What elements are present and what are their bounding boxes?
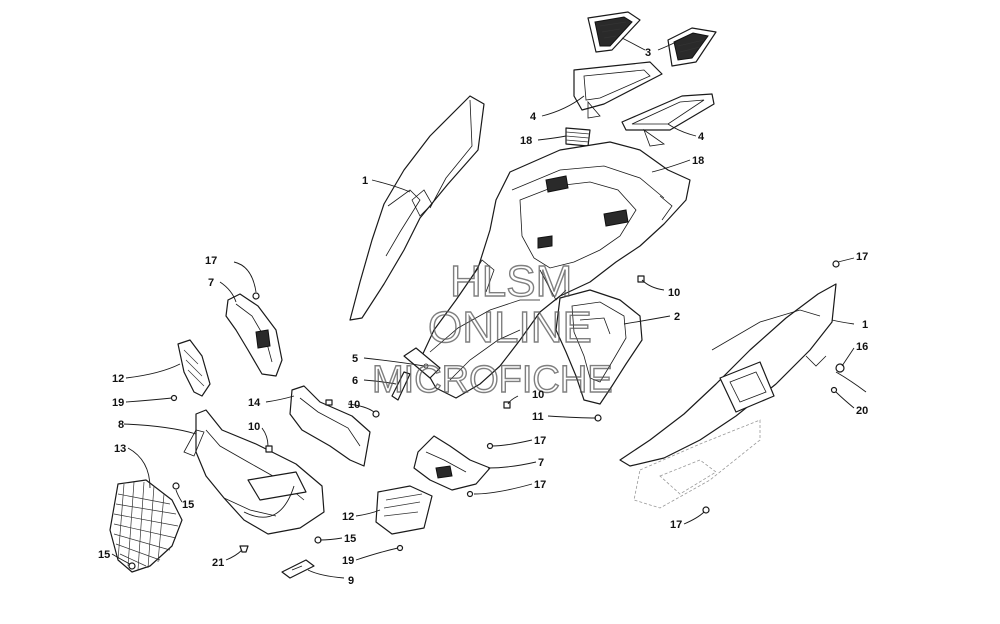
callouts: 3 4 4 18 18 1 17 7 12 19 10 2 5 6 14 10 … (98, 47, 868, 587)
callout-8: 8 (118, 419, 124, 431)
clip-10-a (325, 399, 333, 406)
inner-liner (555, 289, 643, 405)
callout-19-lower: 19 (342, 555, 354, 567)
fasteners (128, 260, 845, 570)
callout-17-upper-right: 17 (856, 251, 868, 263)
panel-lower-12 (375, 485, 433, 535)
plate-9 (281, 559, 315, 579)
vent-bezel-left (573, 61, 663, 119)
fastener-17-d (832, 260, 840, 268)
watermark-line-1: HLSM (450, 257, 572, 306)
callout-17-center-a: 17 (534, 435, 546, 447)
clip-10-c (265, 445, 273, 453)
callout-10-mid: 10 (348, 399, 360, 411)
bracket-upper-7 (225, 293, 283, 377)
callout-1-left: 1 (362, 175, 368, 187)
fastener-17-b (486, 442, 494, 450)
center-shroud (419, 141, 691, 399)
panel-14 (289, 385, 371, 467)
vent-grille-left (587, 11, 641, 53)
fastener-19-a (170, 394, 178, 402)
callout-18-right: 18 (692, 155, 704, 167)
watermark: HLSM ONLINE MICROFICHE (371, 256, 613, 401)
callout-2: 2 (674, 311, 680, 323)
fastener-17-a (252, 292, 260, 300)
strip-6 (391, 371, 411, 401)
callout-18-left: 18 (520, 135, 532, 147)
clip-10-e (637, 275, 645, 283)
watermark-line-2: ONLINE (428, 303, 592, 352)
callout-11: 11 (532, 411, 544, 423)
callout-19-upper: 19 (112, 397, 124, 409)
callout-17-upper-left: 17 (205, 255, 217, 267)
fastener-20 (830, 386, 838, 394)
vent-grille-right (667, 27, 717, 67)
callout-4-right: 4 (698, 131, 705, 143)
callout-7-lower: 7 (538, 457, 544, 469)
callout-17-center-b: 17 (534, 479, 546, 491)
callout-14: 14 (248, 397, 261, 409)
callout-5: 5 (352, 353, 358, 365)
panel-upper-12 (177, 339, 211, 397)
side-panel-right (619, 283, 837, 509)
fastener-10-b (372, 410, 380, 418)
callout-12-lower: 12 (342, 511, 354, 523)
bracket-lower-7 (413, 435, 491, 491)
callout-13: 13 (114, 443, 126, 455)
callout-15-mid: 15 (182, 499, 194, 511)
clip-10-d (503, 401, 511, 409)
callout-3: 3 (645, 47, 651, 59)
callout-21: 21 (212, 557, 224, 569)
callout-10-lower: 10 (248, 421, 260, 433)
side-panel-left (349, 95, 485, 321)
callout-7-upper: 7 (208, 277, 214, 289)
fastener-15-a (172, 482, 180, 490)
callout-17-lower-right: 17 (670, 519, 682, 531)
callout-15-left: 15 (98, 549, 110, 561)
callout-10-center: 10 (532, 389, 544, 401)
callout-16: 16 (856, 341, 868, 353)
callout-4-left: 4 (530, 111, 537, 123)
fastener-17-e (702, 506, 710, 514)
callout-9: 9 (348, 575, 354, 587)
grille-13 (109, 479, 183, 573)
fastener-15-c (128, 562, 136, 570)
callout-1-right: 1 (862, 319, 868, 331)
leader-lines (111, 37, 867, 579)
callout-10-top: 10 (668, 287, 680, 299)
callout-15-right: 15 (344, 533, 356, 545)
vent-seal-left (565, 127, 591, 147)
callout-20: 20 (856, 405, 868, 417)
callout-12-upper: 12 (112, 373, 124, 385)
callout-6: 6 (352, 375, 358, 387)
fastener-19-b (396, 544, 404, 552)
vent-bezel-right (621, 93, 715, 147)
fastener-17-c (466, 490, 474, 498)
watermark-line-3: MICROFICHE (372, 359, 613, 401)
